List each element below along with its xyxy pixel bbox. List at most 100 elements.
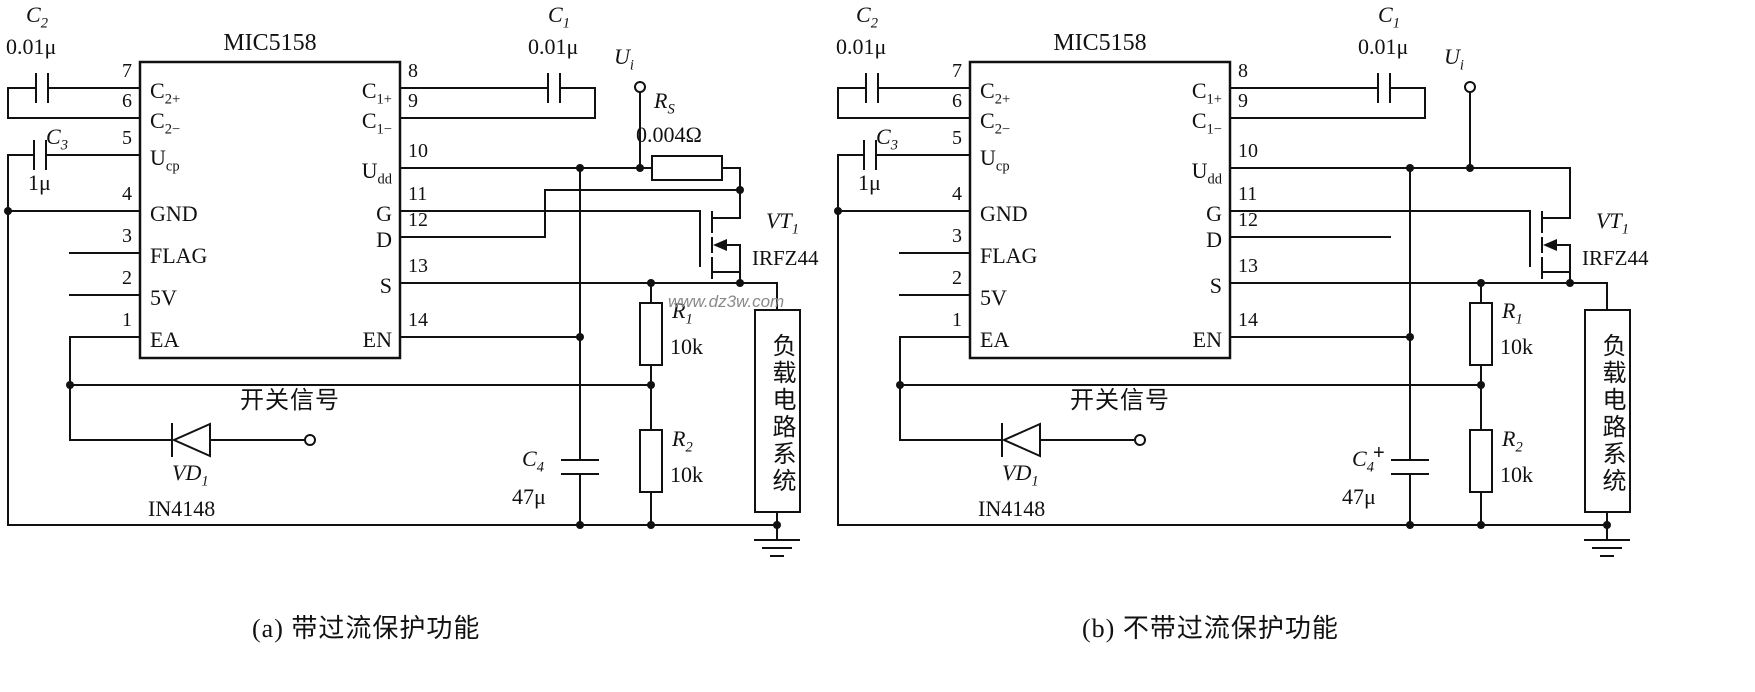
resistor-r1 (639, 302, 663, 366)
pin-name-ucp: Ucp (150, 145, 180, 175)
pin-name-g: G (376, 201, 392, 226)
mosfet-arrow (713, 239, 727, 251)
ic-name: MIC5158 (1053, 30, 1147, 56)
pin-name-c1minus: C1− (361, 108, 392, 138)
c4-polarity-plus: + (1373, 442, 1385, 464)
value-c3: 1μ (28, 170, 51, 195)
circuit-a-drawing (4, 60, 801, 557)
label-c1: C1 (548, 2, 570, 32)
ic-name: MIC5158 (223, 30, 317, 56)
value-r2: 10k (670, 462, 703, 487)
pin-name-c1minus: C1− (1191, 108, 1222, 138)
value-c2: 0.01μ (836, 34, 887, 59)
switch-signal-terminal (1134, 434, 1146, 446)
label-r1: R1 (672, 298, 693, 328)
pin-name-c2plus: C2+ (980, 78, 1011, 108)
pin8-number: 8 (408, 60, 418, 82)
pin-name-flag: FLAG (980, 243, 1038, 268)
pin-name-ea: EA (150, 327, 180, 352)
junction-dots (4, 164, 781, 529)
label-r2: R2 (672, 426, 693, 456)
pin-name-gnd: GND (150, 201, 198, 226)
resistor-rs (651, 155, 723, 181)
pin-name-c2plus: C2+ (150, 78, 181, 108)
wires (837, 73, 1630, 557)
pin9-number: 9 (408, 90, 418, 112)
caption-a: (a) 带过流保护功能 (252, 614, 481, 643)
pin-name-gnd: GND (980, 201, 1028, 226)
part-vd1: IN4148 (148, 496, 216, 521)
pin-name-udd: Udd (361, 158, 392, 188)
resistor-r2 (1469, 429, 1493, 493)
label-r1: R1 (1502, 298, 1523, 328)
label-c3: C3 (876, 124, 898, 154)
resistor-r1 (1469, 302, 1493, 366)
resistor-r2 (639, 429, 663, 493)
value-r1: 10k (1500, 334, 1533, 359)
pin11-number: 11 (1238, 183, 1258, 205)
pin-name-g: G (1206, 201, 1222, 226)
label-c2: C2 (856, 2, 878, 32)
part-vd1: IN4148 (978, 496, 1046, 521)
load-box-label: 负载电路系统 (1598, 333, 1624, 495)
pin5-number: 5 (952, 127, 962, 149)
load-box (1584, 309, 1631, 513)
pin-name-flag: FLAG (150, 243, 208, 268)
label-ui: Ui (614, 44, 634, 74)
pin13-number: 13 (408, 255, 428, 277)
pin-name-d: D (1206, 227, 1222, 252)
pin8-number: 8 (1238, 60, 1248, 82)
part-vt1: IRFZ44 (752, 246, 819, 270)
pin11-number: 11 (408, 183, 428, 205)
pin13-number: 13 (1238, 255, 1258, 277)
pin14-number: 14 (1238, 309, 1258, 331)
label-c2: C2 (26, 2, 48, 32)
ui-input-terminal (634, 81, 646, 93)
pin-name-s: S (379, 273, 392, 298)
diode-vd1 (1001, 422, 1041, 458)
pin14-number: 14 (408, 309, 428, 331)
label-rs: RS (654, 88, 675, 118)
pin1-number: 1 (122, 309, 132, 331)
value-c2: 0.01μ (6, 34, 57, 59)
circuit-b-drawing (834, 60, 1631, 557)
pin6-number: 6 (122, 90, 132, 112)
pin9-number: 9 (1238, 90, 1248, 112)
pin12-number: 12 (1238, 209, 1258, 231)
pin-name-5v: 5V (980, 285, 1007, 310)
load-box (754, 309, 801, 513)
ui-input-terminal (1464, 81, 1476, 93)
switch-signal-terminal (304, 434, 316, 446)
value-rs: 0.004Ω (636, 122, 702, 147)
pin4-number: 4 (122, 183, 132, 205)
switch-signal-label: 开关信号 (240, 388, 340, 414)
label-ui: Ui (1444, 44, 1464, 74)
pin10-number: 10 (408, 140, 428, 162)
pin-name-udd: Udd (1191, 158, 1222, 188)
label-c3: C3 (46, 124, 68, 154)
pin2-number: 2 (122, 267, 132, 289)
value-c4: 47μ (1342, 484, 1376, 509)
pin6-number: 6 (952, 90, 962, 112)
pin7-number: 7 (952, 60, 962, 82)
pin-name-c1plus: C1+ (1191, 78, 1222, 108)
label-vt1: VT1 (766, 208, 799, 238)
watermark: www.dz3w.com (668, 292, 785, 311)
label-c1: C1 (1378, 2, 1400, 32)
pin-name-c1plus: C1+ (361, 78, 392, 108)
label-c4: C4 (522, 446, 544, 476)
circuit-b: MIC5158 7 6 5 4 3 2 1 8 9 10 11 12 13 14… (830, 0, 1730, 600)
pin-name-5v: 5V (150, 285, 177, 310)
pin-name-ea: EA (980, 327, 1010, 352)
load-box-label: 负载电路系统 (768, 333, 794, 495)
pin-name-ucp: Ucp (980, 145, 1010, 175)
pin10-number: 10 (1238, 140, 1258, 162)
diode-vd1 (171, 422, 211, 458)
value-c4: 47μ (512, 484, 546, 509)
label-c4: C4 (1352, 446, 1374, 476)
value-r2: 10k (1500, 462, 1533, 487)
value-c1: 0.01μ (1358, 34, 1409, 59)
label-r2: R2 (1502, 426, 1523, 456)
pin-name-d: D (376, 227, 392, 252)
